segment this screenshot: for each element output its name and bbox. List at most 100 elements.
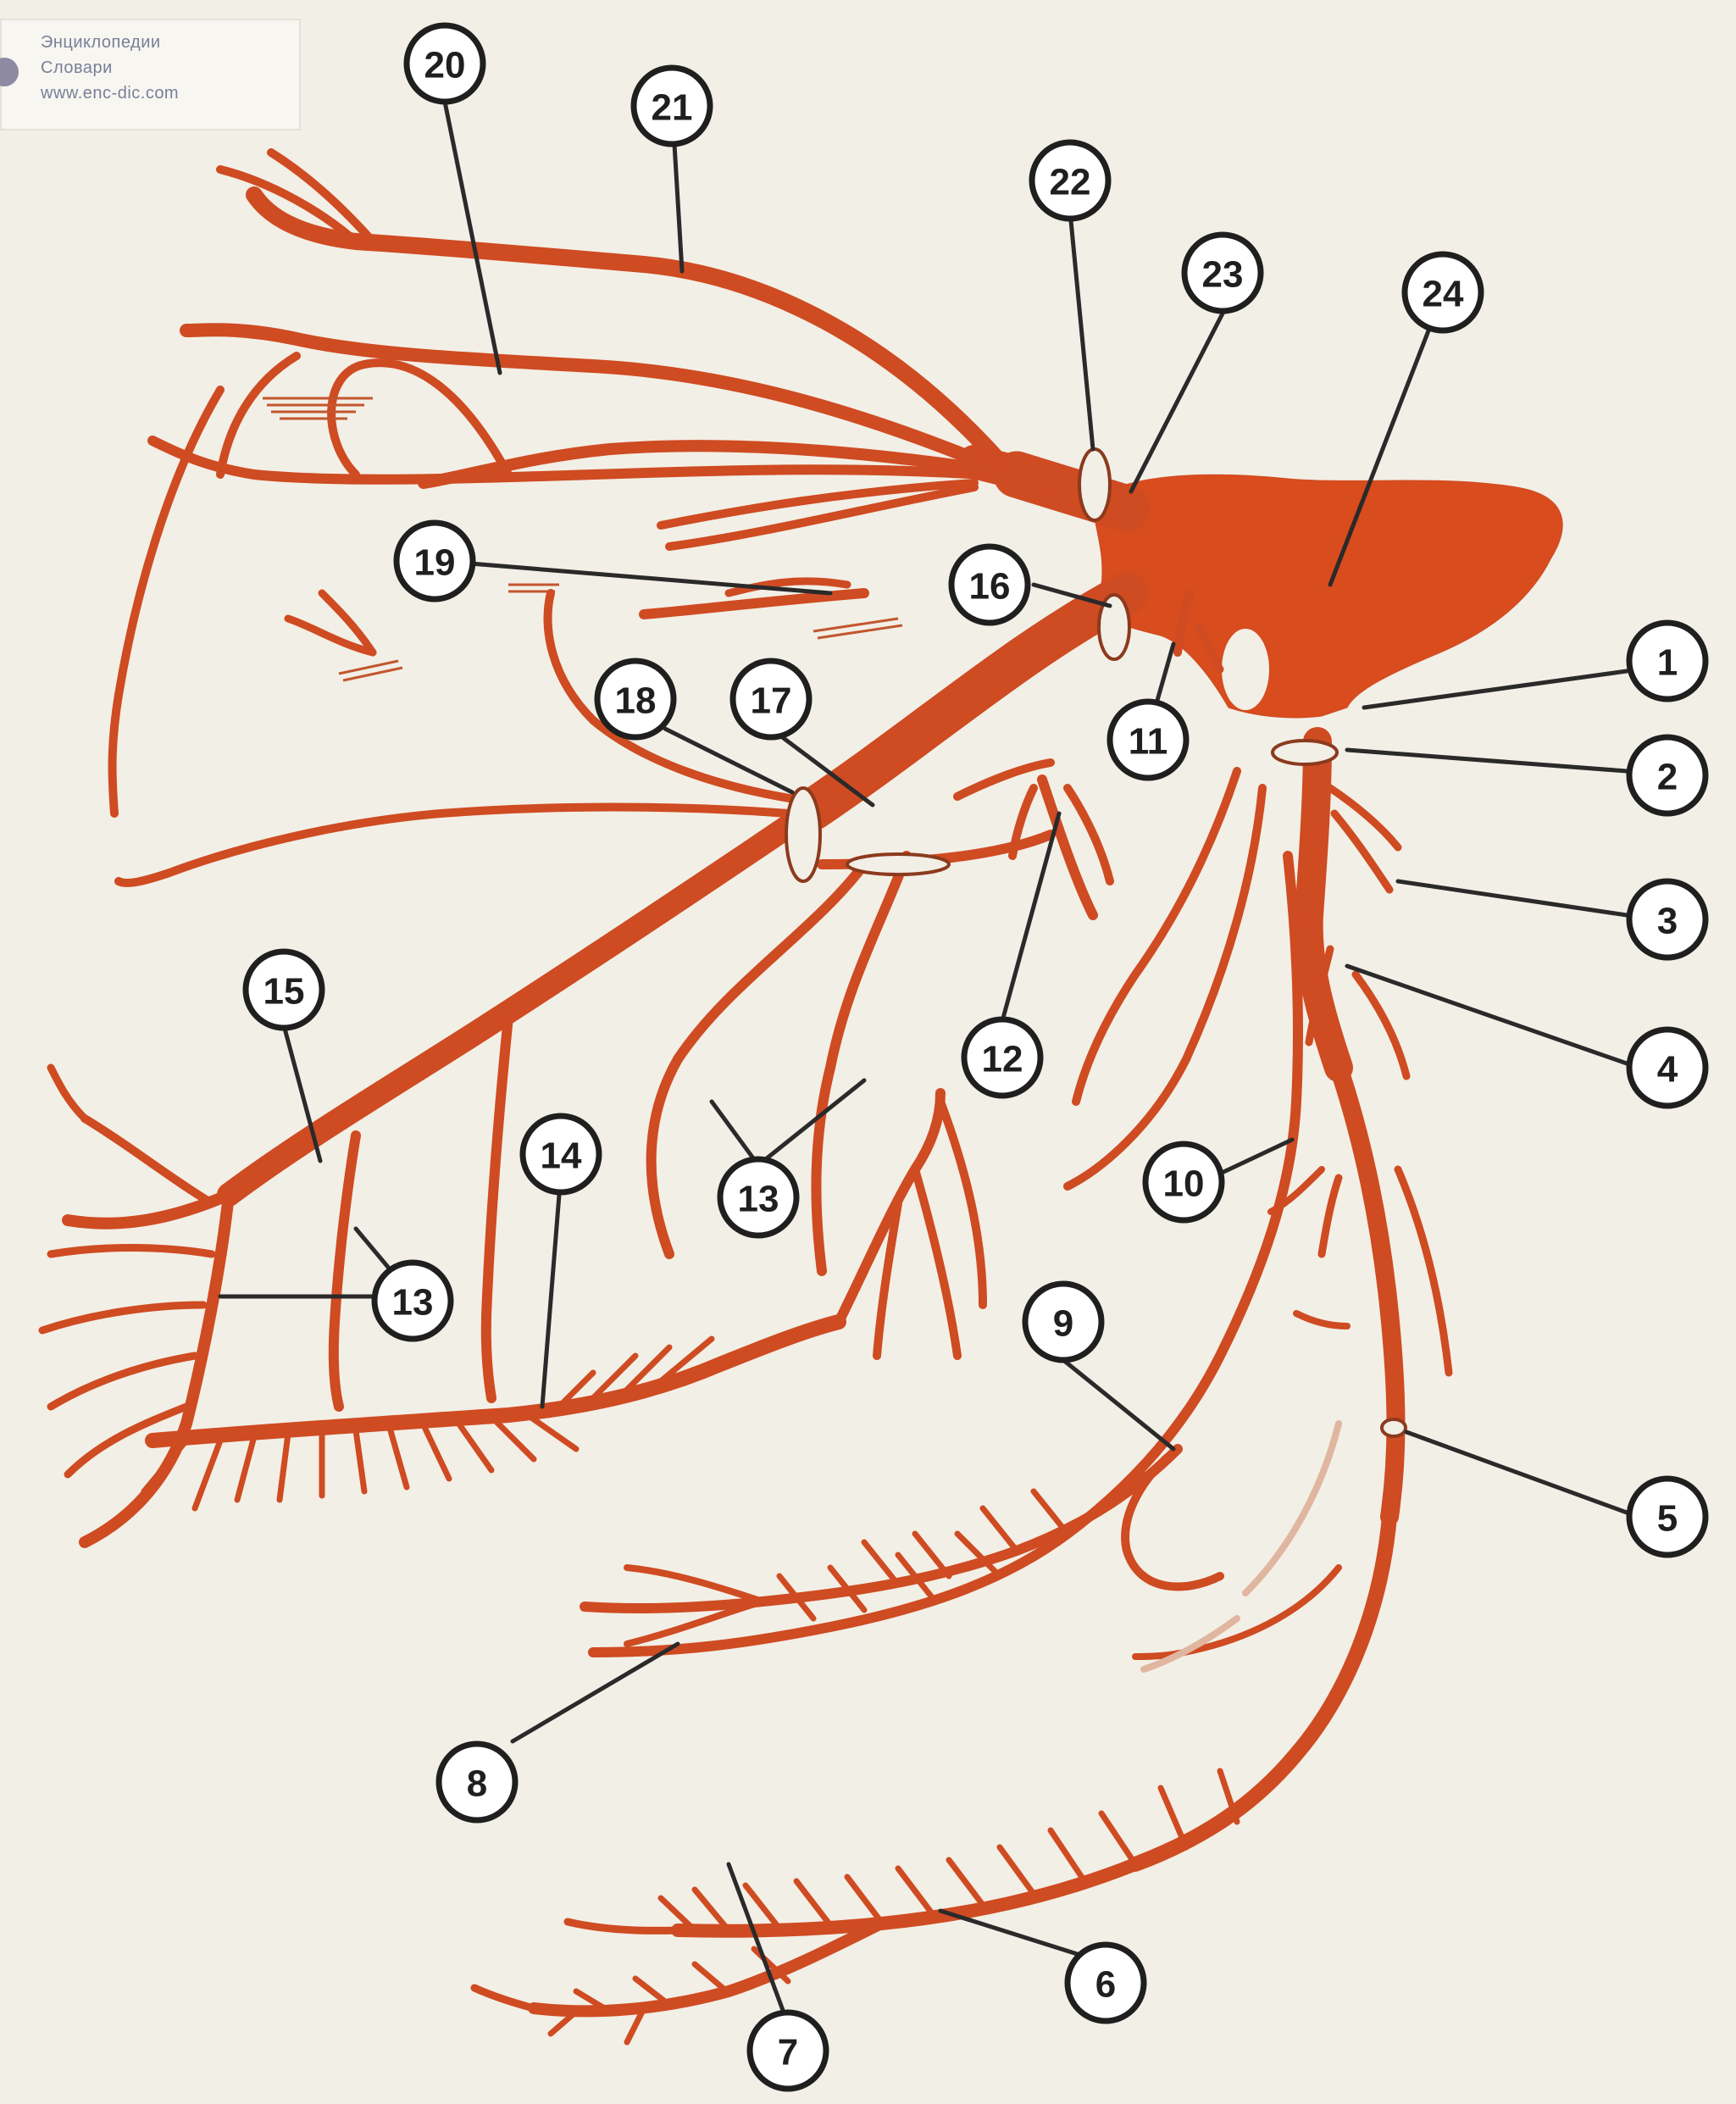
leader-13a (758, 1080, 864, 1165)
callout-19-label: 19 (414, 542, 456, 584)
callout-20-label: 20 (424, 45, 466, 86)
callout-15-label: 15 (263, 971, 305, 1013)
callout-5: 5 (1629, 1479, 1705, 1555)
callout-2: 2 (1629, 737, 1705, 813)
vessel-13-b (486, 1017, 508, 1398)
watermark-logo (0, 58, 19, 86)
callout-24: 24 (1405, 254, 1481, 330)
callout-24-label: 24 (1423, 274, 1464, 315)
callout-5-label: 5 (1657, 1498, 1678, 1540)
vessel-20-descend (113, 390, 220, 813)
watermark-line-2: Словари (41, 58, 113, 78)
vessel-6 (678, 1864, 1135, 1931)
callout-10: 10 (1145, 1144, 1222, 1220)
vessel-8-twig-a (627, 1568, 763, 1602)
leader-19 (470, 563, 830, 593)
callout-13-left-label: 13 (392, 1282, 434, 1324)
watermark-line-3: www.enc-dic.com (41, 83, 179, 103)
callout-1: 1 (1629, 623, 1705, 699)
callout-21: 21 (634, 68, 710, 144)
callout-14-label: 14 (541, 1135, 582, 1177)
callout-13-center-label: 13 (738, 1179, 779, 1220)
callout-18-label: 18 (615, 680, 657, 722)
leader-23 (1131, 314, 1223, 491)
callout-11-label: 11 (1129, 721, 1168, 763)
callouts: 1 2 3 4 5 6 7 8 9 10 11 12 13 13 14 15 1… (246, 25, 1705, 2089)
vessel-lower-curve (1135, 1568, 1339, 1657)
callout-19: 19 (397, 523, 473, 599)
callout-21-label: 21 (652, 87, 693, 129)
vessel-8 (585, 1449, 1178, 1608)
vessel-15-fan-2 (42, 1305, 203, 1330)
ring-18 (786, 788, 820, 881)
callout-17-label: 17 (751, 680, 792, 722)
leader-4 (1347, 966, 1627, 1063)
leader-22 (1070, 212, 1093, 449)
watermark-line-1: Энциклопедии (41, 32, 161, 53)
callout-17: 17 (733, 661, 809, 737)
callout-3: 3 (1629, 881, 1705, 958)
vessel-15-twig-a (85, 1119, 212, 1203)
vessel-14-rise-2 (915, 1169, 957, 1356)
watermark: Энциклопедии Словари www.enc-dic.com (0, 19, 301, 130)
callout-4: 4 (1629, 1030, 1705, 1106)
callout-11: 11 (1110, 702, 1186, 778)
callout-16-label: 16 (969, 566, 1011, 608)
vessel-15-fan-1 (51, 1248, 212, 1255)
vessel-7-twig-end (474, 1988, 534, 2008)
callout-10-label: 10 (1163, 1163, 1205, 1205)
callout-8: 8 (439, 1744, 515, 1820)
vessel-mid-branch-19 (644, 593, 864, 614)
body-notch (1222, 629, 1269, 710)
ring-5 (1382, 1419, 1406, 1436)
leader-11 (1156, 644, 1173, 703)
leader-20 (445, 102, 500, 373)
ring-22 (1079, 449, 1110, 520)
callout-9: 9 (1025, 1284, 1101, 1360)
callout-12: 12 (964, 1019, 1040, 1096)
callout-13-left: 13 (374, 1263, 451, 1339)
callout-7-label: 7 (778, 2032, 798, 2073)
callout-22-label: 22 (1050, 162, 1091, 203)
leader-8 (513, 1644, 678, 1741)
vessel-left-down-1 (1076, 771, 1237, 1102)
callout-23-label: 23 (1202, 254, 1244, 296)
vessel-loop-arc (331, 363, 508, 475)
leader-14 (542, 1174, 561, 1407)
callout-2-label: 2 (1657, 757, 1678, 798)
callout-23: 23 (1184, 235, 1261, 311)
leader-2 (1347, 750, 1627, 771)
callout-7: 7 (750, 2012, 826, 2089)
vessel-trunk-4 (1339, 1068, 1396, 1517)
vessel-right-twig-4a (1356, 974, 1406, 1076)
leader-10 (1220, 1140, 1292, 1174)
callout-1-label: 1 (1657, 642, 1678, 684)
callout-6: 6 (1068, 1945, 1144, 2021)
leader-1 (1364, 671, 1627, 708)
callout-9-label: 9 (1053, 1303, 1073, 1345)
vessel-15-fan-3 (51, 1356, 195, 1407)
vessel-right-twig-5b (1322, 1178, 1339, 1254)
vessel-left-long (119, 808, 788, 883)
vessel-13-a (334, 1135, 356, 1407)
vessel-14-rise-4 (940, 1102, 983, 1305)
leader-3 (1398, 881, 1627, 915)
vessel-20-loop (220, 356, 297, 475)
vessel-6-twig-end (568, 1922, 678, 1930)
callout-12-label: 12 (982, 1039, 1023, 1080)
ring-12-link (847, 854, 949, 874)
callout-22: 22 (1032, 142, 1108, 219)
leader-13b (712, 1102, 758, 1165)
callout-8-label: 8 (467, 1763, 487, 1805)
vessel-right-twig-10b (1296, 1313, 1347, 1326)
callout-3-label: 3 (1657, 901, 1678, 942)
callout-14: 14 (523, 1116, 599, 1192)
vessel-trunk-17 (813, 593, 1127, 809)
vessel-15-twig-b (51, 1068, 85, 1119)
callout-13-center: 13 (720, 1159, 796, 1235)
callout-16: 16 (951, 547, 1028, 623)
leader-5 (1406, 1432, 1627, 1513)
ring-2 (1273, 741, 1337, 764)
